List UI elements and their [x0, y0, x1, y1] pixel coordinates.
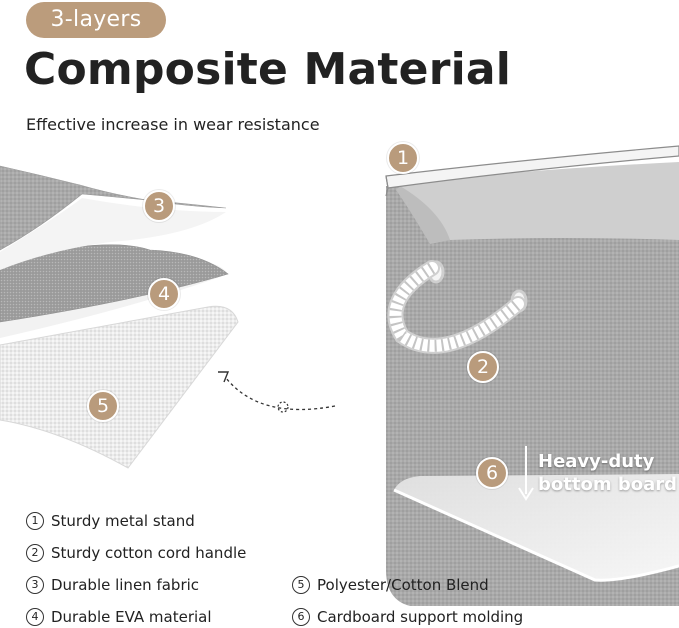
badge-5: 5: [87, 390, 119, 422]
page-title: Composite Material: [24, 44, 512, 95]
legend-number: 2: [26, 544, 44, 562]
bottom-board-label: Heavy-duty bottom board: [538, 450, 678, 496]
badge-1: 1: [387, 142, 419, 174]
dashed-curve-arrow-icon: [218, 371, 336, 413]
legend-text: Durable linen fabric: [51, 576, 200, 594]
legend-number: 5: [292, 576, 310, 594]
legend-number: 3: [26, 576, 44, 594]
bottom-board-label-line1: Heavy-duty: [538, 451, 655, 472]
badge-6: 6: [476, 457, 508, 489]
legend-item: 6 Cardboard support molding: [292, 608, 523, 626]
badge-2: 2: [467, 351, 499, 383]
legend-text: Cardboard support molding: [317, 608, 524, 626]
badge-4: 4: [148, 278, 180, 310]
legend-text: Sturdy metal stand: [51, 512, 195, 530]
legend-item: 2 Sturdy cotton cord handle: [26, 544, 246, 562]
bottom-board-label-line2: bottom board: [538, 474, 678, 495]
legend-item: 3 Durable linen fabric: [26, 576, 199, 594]
legend-text: Durable EVA material: [51, 608, 212, 626]
legend-item: 5 Polyester/Cotton Blend: [292, 576, 489, 594]
down-arrow-icon: [518, 446, 534, 501]
legend-item: 1 Sturdy metal stand: [26, 512, 195, 530]
legend-number: 4: [26, 608, 44, 626]
storage-bin: [385, 145, 679, 606]
legend-text: Polyester/Cotton Blend: [317, 576, 489, 594]
layers-pill: 3-layers: [26, 2, 166, 38]
layer-polyester-cotton: [0, 305, 239, 469]
legend-text: Sturdy cotton cord handle: [51, 544, 247, 562]
legend-item: 4 Durable EVA material: [26, 608, 212, 626]
badge-3: 3: [143, 190, 175, 222]
legend-number: 6: [292, 608, 310, 626]
legend-number: 1: [26, 512, 44, 530]
page-subtitle: Effective increase in wear resistance: [26, 115, 320, 134]
